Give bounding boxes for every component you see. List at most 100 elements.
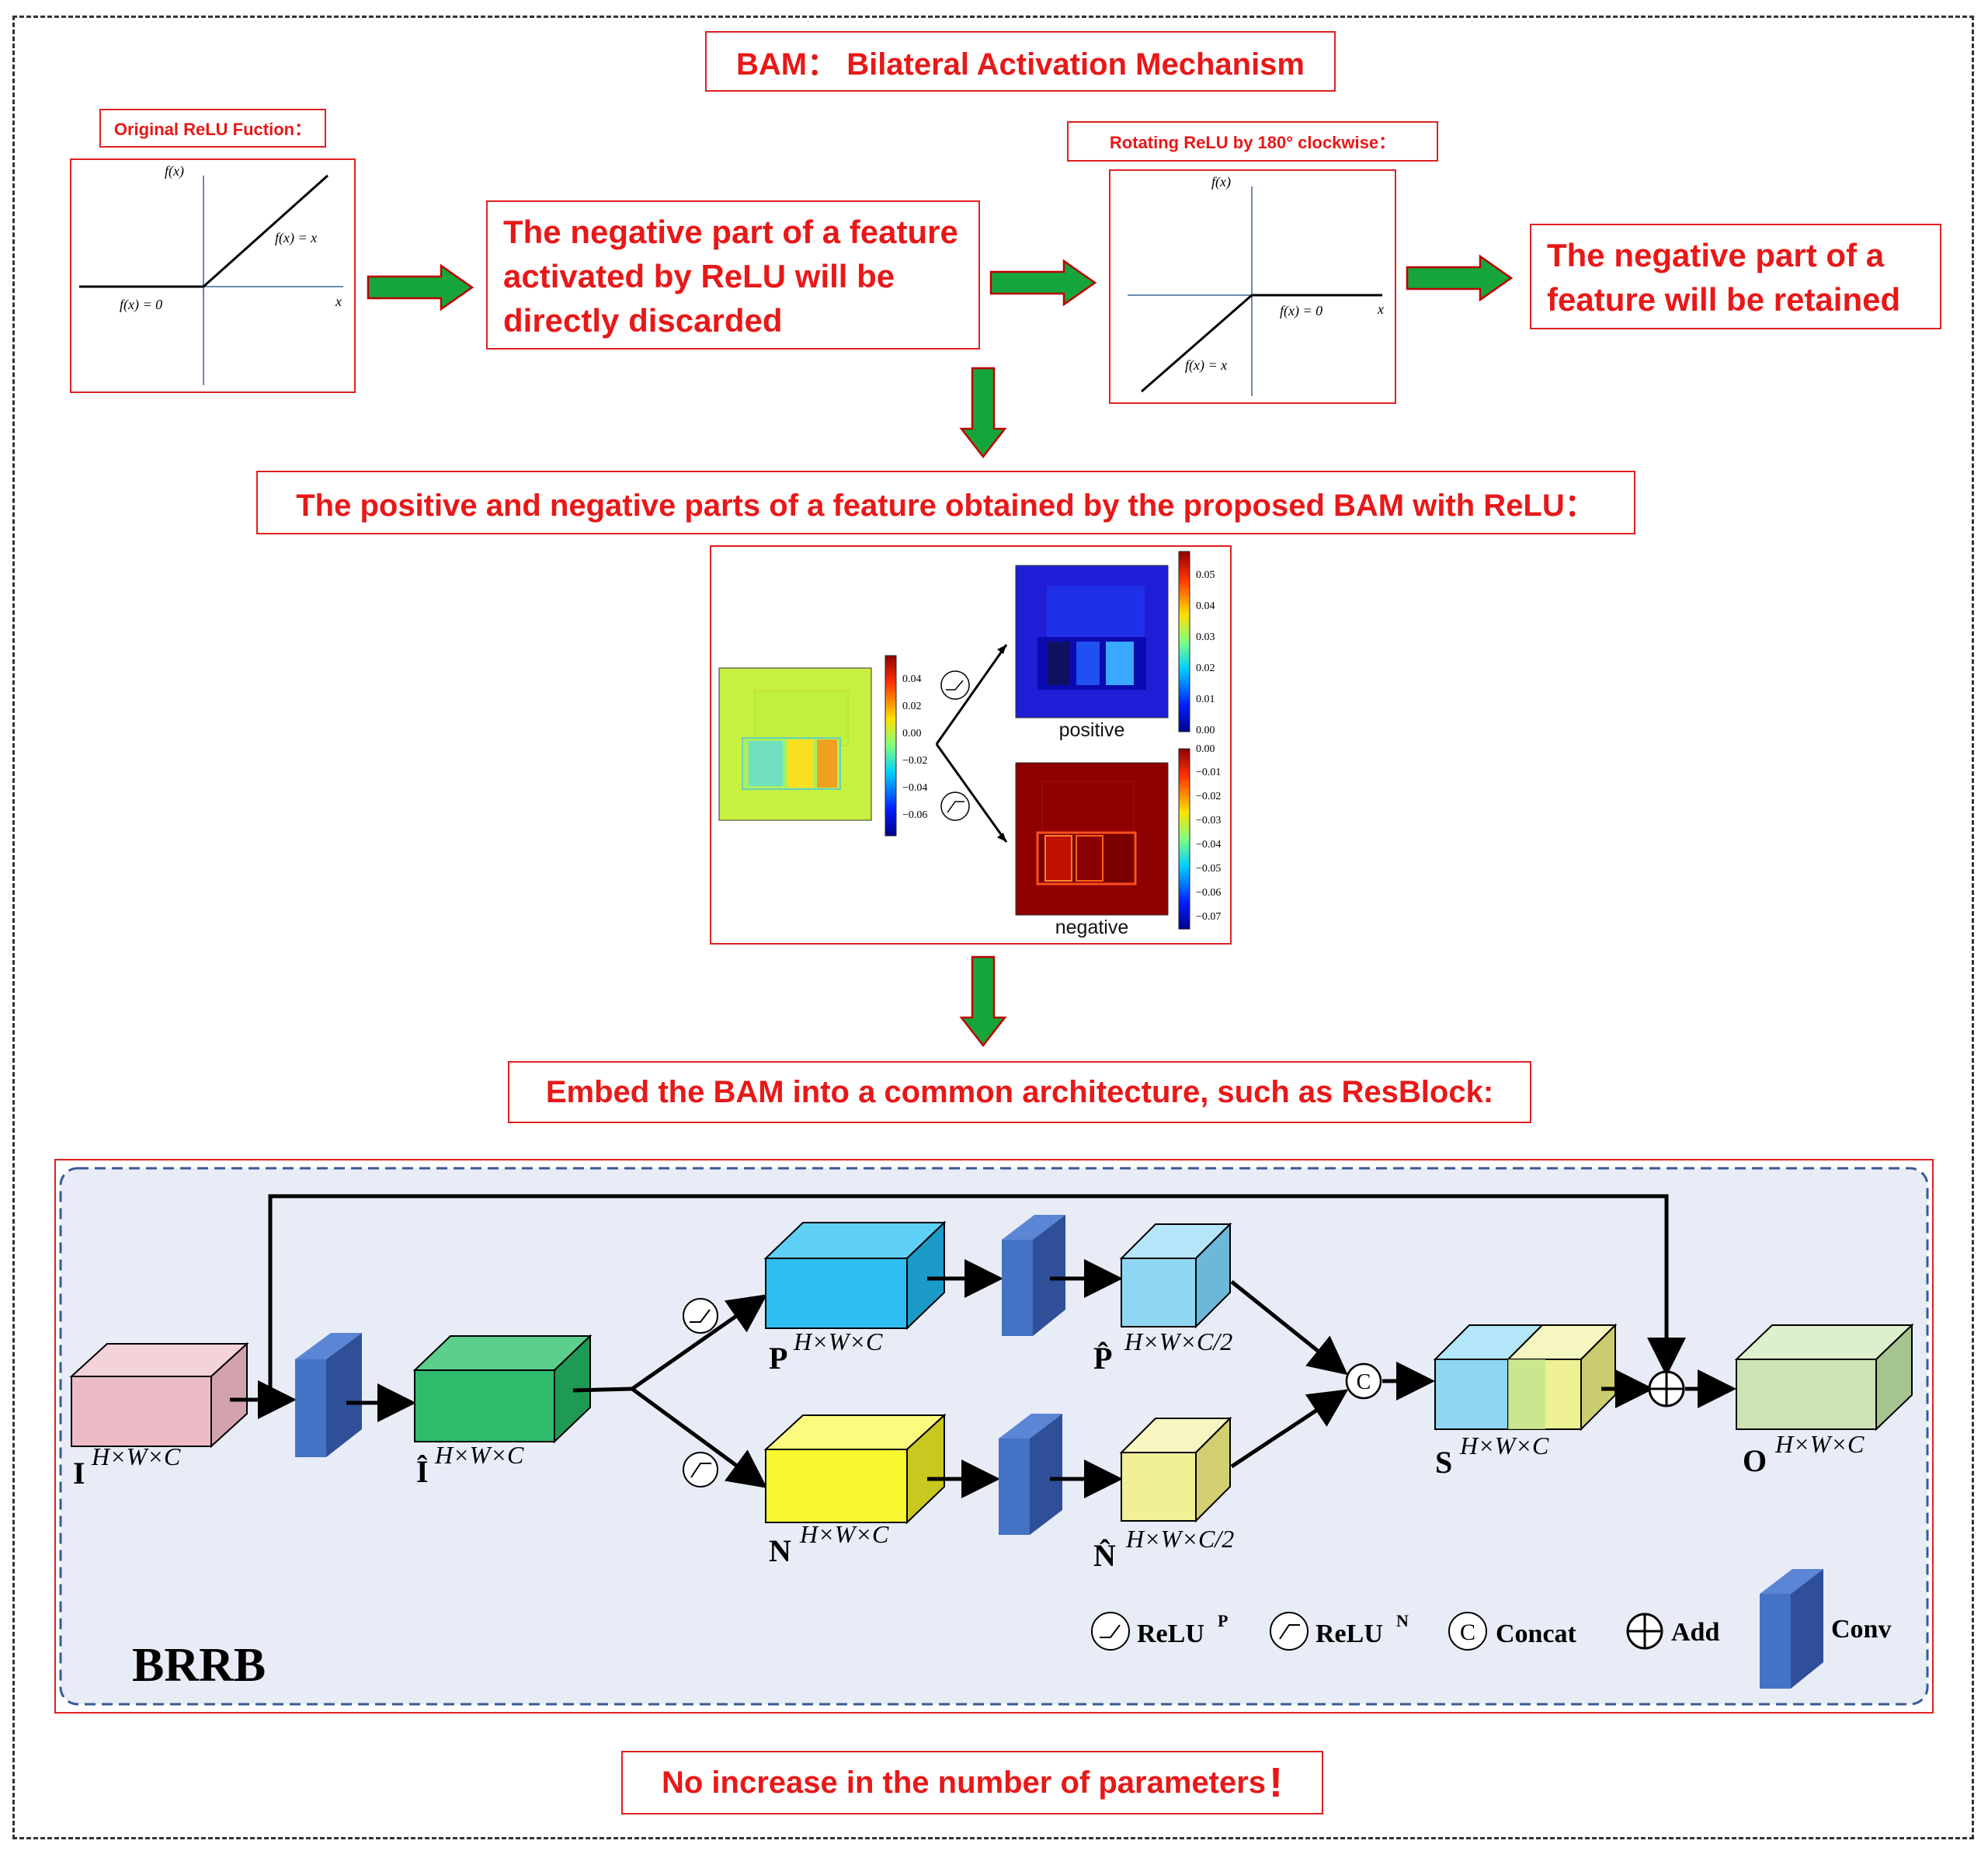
x-label: x <box>335 294 342 309</box>
relu-p-icon <box>940 670 970 700</box>
footer-text: No increase in the number of parameters <box>662 1765 1267 1800</box>
n-sup: H×W×C <box>799 1520 889 1548</box>
zero-formula: f(x) = 0 <box>1280 303 1322 319</box>
negative-tick: −0.07 <box>1196 911 1221 923</box>
rotated-relu-label: Rotating ReLU by 180° clockwise： <box>1067 121 1438 162</box>
rotated-linear-line <box>1141 294 1253 393</box>
right-arrow-3 <box>1406 254 1514 302</box>
discard-line-1: The negative part of a feature <box>503 214 958 250</box>
s-label: S <box>1435 1445 1452 1480</box>
legend: ReLU P ReLU N C Concat Add Conv <box>1091 1569 1891 1689</box>
o-cube <box>1734 1323 1914 1432</box>
p-sup: H×W×C <box>793 1327 883 1355</box>
nhat-label: N̂ <box>1093 1538 1116 1573</box>
retain-text-box: The negative part of a feature will be r… <box>1530 224 1941 329</box>
positive-tick: 0.05 <box>1196 569 1215 581</box>
i-sup: H×W×C <box>91 1442 181 1470</box>
input-tick: −0.02 <box>902 755 927 767</box>
conv-legend-block <box>1760 1569 1823 1689</box>
input-feature-map <box>718 667 872 821</box>
negative-tick: −0.05 <box>1196 863 1221 875</box>
positive-colorbar <box>1178 551 1190 732</box>
positive-tick: 0.04 <box>1196 600 1215 612</box>
positive-tick: 0.00 <box>1196 725 1215 736</box>
legend-add: Add <box>1671 1618 1719 1647</box>
input-colorbar <box>885 655 897 837</box>
phat-sup: H×W×C/2 <box>1124 1327 1232 1355</box>
ihat-label: Î <box>416 1454 429 1489</box>
svg-text:C: C <box>1357 1370 1371 1394</box>
i-label: I <box>73 1456 85 1491</box>
negative-tick: −0.03 <box>1196 815 1221 826</box>
svg-text:C: C <box>1460 1620 1475 1645</box>
rotated-relu-plot: f(x) x f(x) = 0 f(x) = x <box>1109 169 1396 404</box>
positive-branch-arrow <box>935 644 1008 745</box>
feature-maps-panel: 0.04 0.02 0.00 −0.02 −0.04 −0.06 <box>710 545 1232 945</box>
negative-caption: negative <box>1055 917 1129 938</box>
positive-feature-map <box>1015 565 1169 718</box>
discard-line-3: directly discarded <box>503 302 783 339</box>
relu-n-icon <box>683 1452 718 1487</box>
discard-line-2: activated by ReLU will be <box>503 258 895 294</box>
p-label: P <box>769 1341 787 1376</box>
negative-colorbar <box>1178 748 1190 930</box>
o-sup: H×W×C <box>1774 1430 1865 1458</box>
input-tick: −0.06 <box>902 809 927 821</box>
conv-block-1 <box>295 1333 362 1457</box>
brrb-panel <box>59 1167 1929 1706</box>
negative-tick: −0.01 <box>1196 767 1221 778</box>
legend-relu-p-sup: P <box>1218 1611 1228 1630</box>
add-icon <box>1626 1613 1663 1650</box>
concat-icon: C <box>1448 1612 1487 1651</box>
linear-formula: f(x) = x <box>1185 357 1227 374</box>
nhat-sup: H×W×C/2 <box>1125 1525 1234 1553</box>
s-cube <box>1433 1323 1618 1432</box>
retain-line-2: feature will be retained <box>1547 281 1901 318</box>
brrb-name: BRRB <box>132 1639 266 1692</box>
original-relu-label: Original ReLU Fuction： <box>99 109 326 148</box>
pos-formula: f(x) = x <box>275 230 317 246</box>
o-label: O <box>1743 1443 1767 1478</box>
s-sup: H×W×C <box>1459 1432 1549 1460</box>
x-label: x <box>1377 301 1384 317</box>
retain-line-1: The negative part of a <box>1547 237 1885 273</box>
negative-tick: −0.04 <box>1196 839 1221 851</box>
conv-block-p <box>1002 1215 1065 1336</box>
relu-p-icon <box>683 1298 718 1334</box>
negative-tick: −0.06 <box>1196 887 1221 899</box>
relu-positive-line <box>203 174 328 288</box>
fx-label: f(x) <box>165 163 184 179</box>
positive-caption: positive <box>1058 719 1125 741</box>
footer-note: No increase in the number of parameters! <box>621 1751 1323 1815</box>
input-tick: −0.04 <box>902 782 927 794</box>
relu-n-icon <box>1270 1612 1309 1651</box>
legend-relu-n-sup: N <box>1396 1611 1409 1630</box>
n-cube <box>763 1413 947 1525</box>
add-node <box>1648 1370 1685 1407</box>
legend-concat: Concat <box>1496 1620 1577 1648</box>
negative-feature-map <box>1015 762 1169 916</box>
right-arrow-1 <box>367 263 474 311</box>
input-tick: 0.04 <box>902 673 922 685</box>
discard-text-box: The negative part of a feature activated… <box>486 200 980 350</box>
input-tick: 0.00 <box>902 728 922 739</box>
positive-tick: 0.03 <box>1196 632 1215 643</box>
legend-relu-n: ReLU <box>1315 1620 1383 1648</box>
input-tick: 0.02 <box>902 701 922 712</box>
down-arrow-2 <box>959 955 1007 1048</box>
negative-tick: −0.02 <box>1196 791 1221 802</box>
input-cube <box>69 1341 249 1449</box>
fx-label: f(x) <box>1211 174 1231 190</box>
parts-title: The positive and negative parts of a fea… <box>256 471 1635 534</box>
outer-frame <box>12 16 1974 1839</box>
phat-cube <box>1119 1222 1232 1329</box>
negative-branch-arrow <box>935 743 1008 843</box>
legend-conv: Conv <box>1831 1615 1891 1644</box>
positive-tick: 0.02 <box>1196 663 1215 674</box>
embed-title: Embed the BAM into a common architecture… <box>508 1061 1531 1123</box>
p-cube <box>763 1220 947 1331</box>
relu-p-icon <box>1091 1612 1130 1651</box>
down-arrow-1 <box>959 367 1007 459</box>
skip-connection <box>268 1194 1686 1400</box>
